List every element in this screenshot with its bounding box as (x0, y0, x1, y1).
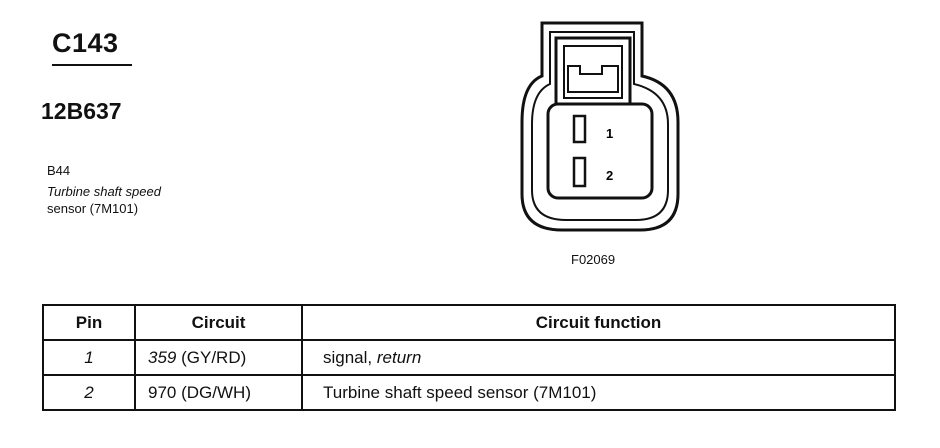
description-line-2: sensor (7M101) (47, 201, 139, 216)
header-circuit-function: Circuit function (301, 304, 896, 341)
circuit-color: (DG/WH) (181, 382, 251, 402)
table-row: 1 359 (GY/RD) signal, return (42, 339, 896, 376)
circuit-function-return: return (376, 347, 422, 367)
connector-outer-shell (520, 21, 680, 232)
pin-table: Pin Circuit Circuit function 1 359 (GY/R… (42, 304, 896, 411)
circuit-function-separator: , (367, 347, 377, 367)
pin-terminal-2 (572, 156, 587, 188)
connector-latch-inner (563, 45, 623, 99)
circuit-function-cell: signal, return (301, 339, 896, 376)
pin-cell: 2 (42, 374, 136, 411)
description-line-1: Turbine shaft speed (47, 184, 161, 199)
circuit-color: (GY/RD) (181, 347, 247, 367)
pin-terminal-1 (572, 114, 587, 144)
circuit-cell: 970 (DG/WH) (134, 374, 303, 411)
circuit-function-cell: Turbine shaft speed sensor (7M101) (301, 374, 896, 411)
connector-cavity-face (546, 102, 654, 200)
pin-table-header-row: Pin Circuit Circuit function (42, 304, 896, 341)
connector-id: C143 (52, 28, 119, 58)
header-circuit: Circuit (134, 304, 303, 341)
component-description: Turbine shaft speed sensor (7M101) (47, 183, 161, 217)
pin-label-1: 1 (606, 126, 613, 141)
connector-inner-shell (531, 31, 669, 221)
part-number: 12B637 (41, 98, 122, 124)
circuit-number: 970 (148, 382, 177, 402)
connector-latch-tab (567, 65, 619, 93)
header-pin: Pin (42, 304, 136, 341)
location-code: B44 (47, 163, 71, 178)
table-row: 2 970 (DG/WH) Turbine shaft speed sensor… (42, 374, 896, 411)
figure-code: F02069 (571, 252, 616, 267)
pin-label-2: 2 (606, 168, 613, 183)
connector-face-diagram: 1 2 (520, 21, 680, 232)
circuit-function-main: Turbine shaft speed sensor (7M101) (323, 382, 597, 402)
circuit-function-main: signal (323, 347, 368, 367)
pin-cell: 1 (42, 339, 136, 376)
circuit-cell: 359 (GY/RD) (134, 339, 303, 376)
connector-id-underline (52, 64, 132, 66)
circuit-number: 359 (148, 347, 177, 367)
